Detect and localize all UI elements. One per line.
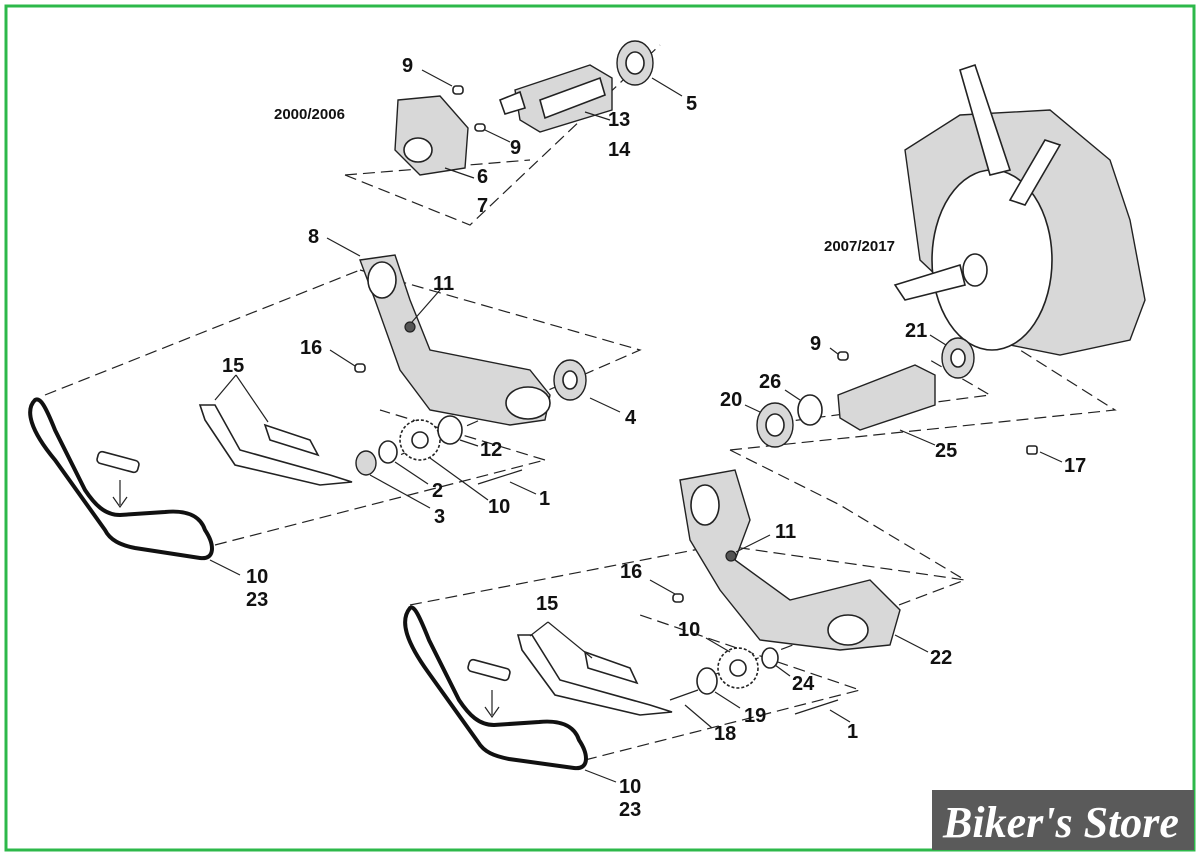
bearing-21 [941, 337, 975, 379]
ring-26 [797, 394, 823, 426]
callout-9: 9 [810, 333, 821, 355]
chain-10-23-right [403, 605, 588, 771]
callout-10: 10 [619, 776, 641, 798]
callout-19: 19 [744, 705, 766, 727]
callout-23: 23 [619, 799, 641, 821]
bikers-store-watermark: Biker's Store [932, 790, 1194, 850]
bolt-18 [669, 689, 699, 701]
year-label-right: 2007/2017 [824, 238, 895, 255]
pin-9-right [837, 351, 849, 361]
cover-plate-6-7 [394, 95, 469, 176]
callout-13: 13 [608, 109, 630, 131]
callout-8: 8 [308, 226, 319, 248]
callout-6: 6 [477, 166, 488, 188]
callout-22: 22 [930, 647, 952, 669]
callout-10: 10 [678, 619, 700, 641]
callout-16: 16 [300, 337, 322, 359]
bearing-4 [553, 359, 587, 401]
direction-arrow-right [484, 690, 500, 719]
callout-2: 2 [432, 480, 443, 502]
callout-labels: 9 5 13 9 14 2000/2006 6 7 8 11 16 15 4 1… [222, 55, 1086, 821]
callout-9: 9 [510, 137, 521, 159]
oil-pump-13-14 [498, 64, 613, 133]
chain-link-left [96, 450, 140, 474]
callout-16: 16 [620, 561, 642, 583]
callout-3: 3 [434, 506, 445, 528]
bolt-1-left [477, 469, 523, 485]
callout-9: 9 [402, 55, 413, 77]
direction-arrow-left [112, 480, 128, 509]
callout-11: 11 [433, 273, 454, 295]
chain-10-23-left [28, 397, 214, 561]
cam-support-plate-22 [679, 469, 901, 651]
bearing-20 [756, 402, 794, 448]
tensioner-shoe-15-left [198, 404, 353, 486]
tensioner-shoe-15-right [516, 634, 673, 716]
callout-15: 15 [536, 593, 558, 615]
callout-11: 11 [775, 521, 796, 543]
callout-5: 5 [686, 93, 697, 115]
callout-10: 10 [488, 496, 510, 518]
bushing-3 [355, 450, 377, 476]
chain-link-right [467, 658, 511, 682]
washer-24 [761, 647, 779, 669]
callout-23: 23 [246, 589, 268, 611]
spacer-2 [378, 440, 398, 464]
bolt-1-right [794, 699, 839, 715]
callout-25: 25 [935, 440, 957, 462]
callout-7: 7 [477, 195, 488, 217]
callout-20: 20 [720, 389, 742, 411]
pin-16-left [354, 363, 366, 373]
diagram-border [4, 4, 1196, 852]
washer-12 [437, 415, 463, 445]
leader-lines [209, 69, 1063, 783]
callout-4: 4 [625, 407, 637, 429]
pin-16-right [672, 593, 684, 603]
sprocket-10-left [399, 419, 441, 461]
callout-1: 1 [847, 721, 858, 743]
callout-14: 14 [608, 139, 631, 161]
crankcase-flywheel [893, 63, 1146, 356]
brand-text: Biker's Store [942, 798, 1179, 847]
callout-17: 17 [1064, 455, 1086, 477]
callout-12: 12 [480, 439, 502, 461]
bearing-5 [616, 40, 654, 86]
callout-18: 18 [714, 723, 736, 745]
callout-21: 21 [905, 320, 927, 342]
washer-19 [696, 667, 718, 695]
cam-support-plate-8 [359, 254, 551, 426]
callout-24: 24 [792, 673, 815, 695]
callout-10: 10 [246, 566, 268, 588]
pin-9-mid [474, 123, 486, 132]
oil-pump-25 [837, 364, 936, 431]
callout-15: 15 [222, 355, 244, 377]
sprocket-10-right [717, 647, 759, 689]
callout-26: 26 [759, 371, 781, 393]
pin-9-top [452, 85, 464, 95]
screw-17 [1026, 445, 1038, 455]
year-label-upper: 2000/2006 [274, 106, 345, 123]
callout-1: 1 [539, 488, 550, 510]
